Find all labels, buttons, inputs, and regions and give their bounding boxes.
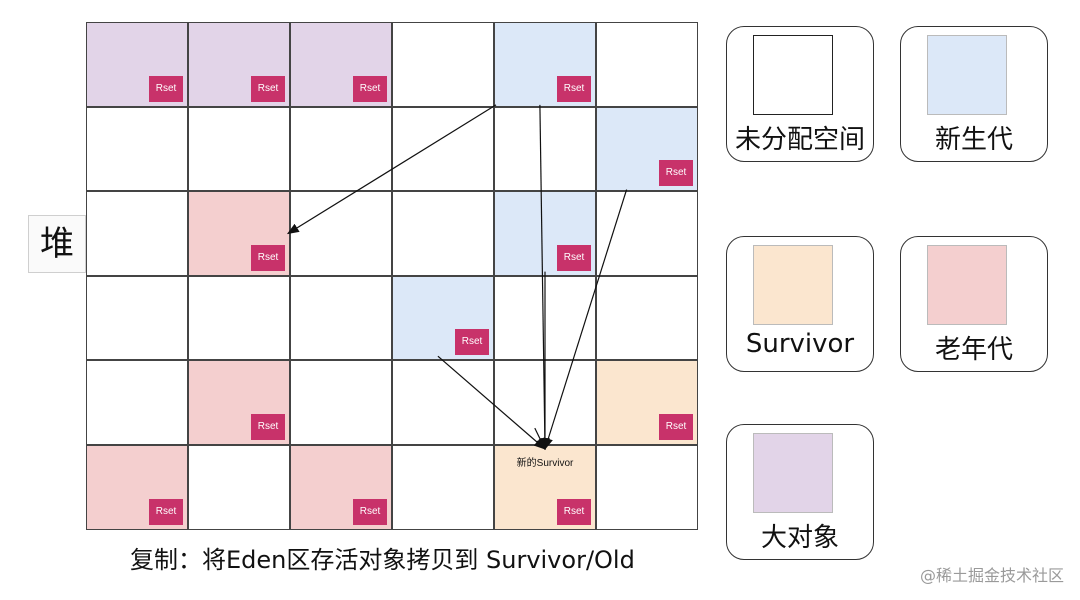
legend-label: 未分配空间 xyxy=(734,125,865,155)
legend-swatch xyxy=(753,35,833,115)
rset-badge: Rset xyxy=(149,498,183,525)
heap-region-unallocated xyxy=(86,275,188,361)
rset-badge: Rset xyxy=(557,498,591,525)
heap-region-unallocated xyxy=(596,275,698,361)
heap-label: 堆 xyxy=(28,215,86,273)
heap-region-unallocated xyxy=(392,191,494,276)
diagram-caption: 复制：将Eden区存活对象拷贝到 Survivor/Old xyxy=(130,546,635,574)
heap-region-unallocated xyxy=(596,22,698,107)
heap-region-young: Rset xyxy=(596,106,698,192)
new-survivor-note: 新的Survivor xyxy=(516,458,574,469)
legend-label: Survivor xyxy=(745,329,855,359)
legend-old: 老年代 xyxy=(900,236,1048,372)
rset-badge: Rset xyxy=(353,75,387,102)
rset-badge: Rset xyxy=(557,244,591,271)
legend-label: 新生代 xyxy=(934,125,1013,155)
heap-region-young: Rset xyxy=(392,275,494,361)
legend-survivor: Survivor xyxy=(726,236,874,372)
heap-region-unallocated xyxy=(290,360,392,445)
heap-region-unallocated xyxy=(188,445,290,530)
heap-region-unallocated xyxy=(188,275,290,361)
heap-region-unallocated xyxy=(392,445,494,530)
heap-region-old: Rset xyxy=(188,360,290,445)
legend-swatch xyxy=(927,35,1007,115)
heap-region-old: Rset xyxy=(188,191,290,276)
heap-region-unallocated xyxy=(86,106,188,192)
heap-region-unallocated xyxy=(290,275,392,361)
legend-young: 新生代 xyxy=(900,26,1048,162)
heap-region-unallocated xyxy=(494,360,596,445)
heap-region-young: Rset xyxy=(494,22,596,107)
heap-region-unallocated xyxy=(596,445,698,530)
heap-region-unallocated xyxy=(392,22,494,107)
rset-badge: Rset xyxy=(353,498,387,525)
legend-swatch xyxy=(927,245,1007,325)
heap-region-humongous: Rset xyxy=(188,22,290,107)
heap-region-old: Rset xyxy=(290,445,392,530)
rset-badge: Rset xyxy=(251,75,285,102)
legend-swatch xyxy=(753,433,833,513)
legend-humongous: 大对象 xyxy=(726,424,874,560)
heap-region-unallocated xyxy=(596,191,698,276)
legend-unallocated: 未分配空间 xyxy=(726,26,874,162)
heap-region-humongous: Rset xyxy=(86,22,188,107)
heap-region-unallocated xyxy=(392,106,494,192)
heap-region-unallocated xyxy=(188,106,290,192)
legend-label: 老年代 xyxy=(934,335,1013,365)
heap-region-old: Rset xyxy=(86,445,188,530)
heap-region-survivor: Rset 新的Survivor xyxy=(494,445,596,530)
heap-region-unallocated xyxy=(494,106,596,192)
rset-badge: Rset xyxy=(455,329,489,356)
heap-region-unallocated xyxy=(392,360,494,445)
heap-region-unallocated xyxy=(290,106,392,192)
legend-swatch xyxy=(753,245,833,325)
rset-badge: Rset xyxy=(251,413,285,440)
rset-badge: Rset xyxy=(659,160,693,187)
heap-region-unallocated xyxy=(494,275,596,361)
heap-region-unallocated xyxy=(86,191,188,276)
heap-region-young: Rset xyxy=(494,191,596,276)
heap-region-unallocated xyxy=(290,191,392,276)
heap-region-humongous: Rset xyxy=(290,22,392,107)
heap-region-survivor: Rset xyxy=(596,360,698,445)
heap-region-unallocated xyxy=(86,360,188,445)
rset-badge: Rset xyxy=(557,75,591,102)
legend-label: 大对象 xyxy=(760,523,839,553)
watermark: @稀土掘金技术社区 xyxy=(919,566,1064,585)
rset-badge: Rset xyxy=(659,413,693,440)
rset-badge: Rset xyxy=(149,75,183,102)
rset-badge: Rset xyxy=(251,244,285,271)
